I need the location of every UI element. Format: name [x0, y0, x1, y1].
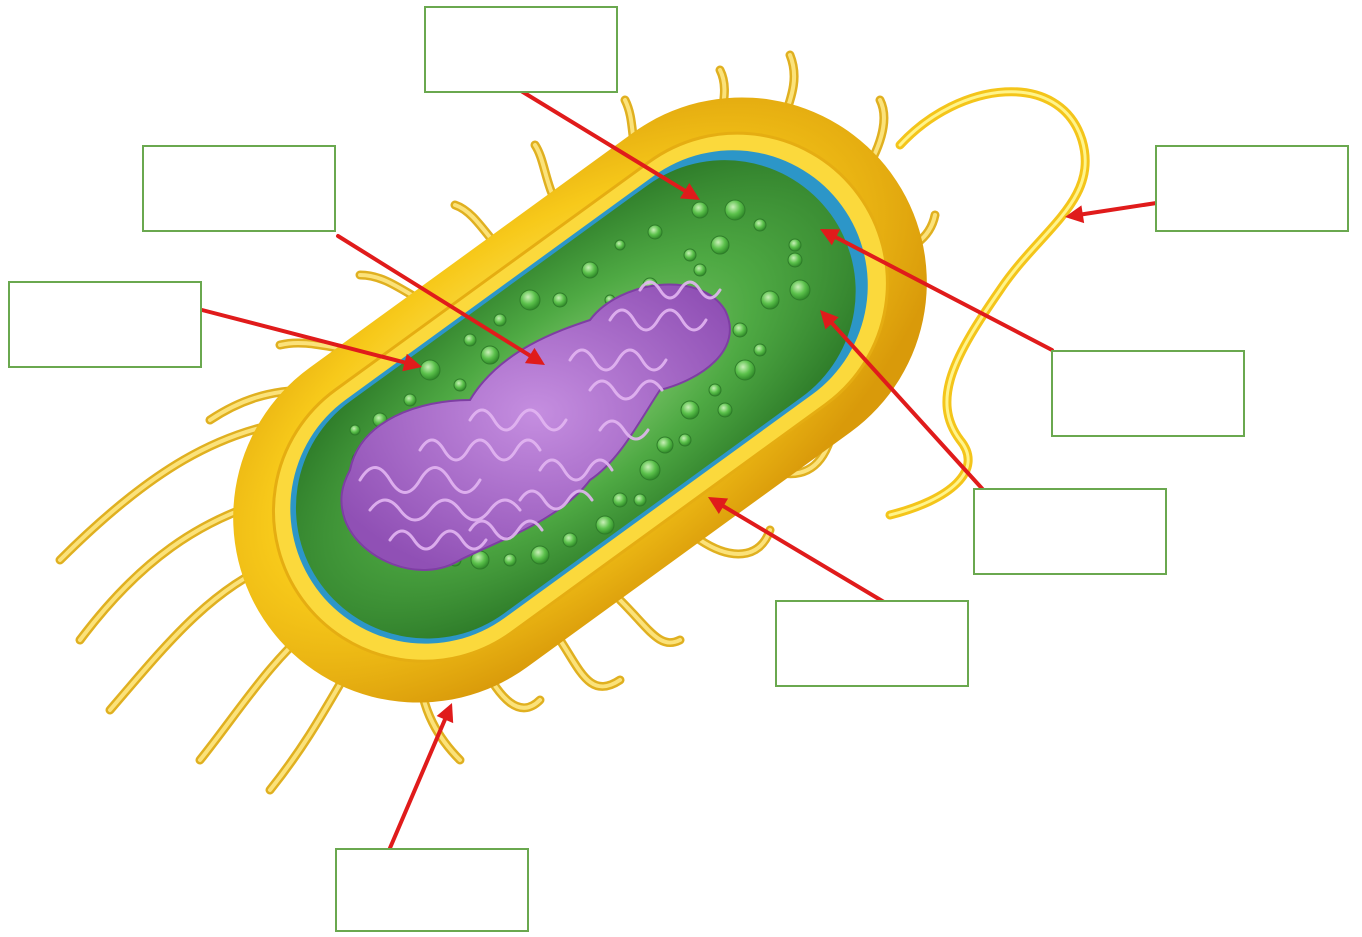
pilus: [620, 600, 680, 643]
ribosome: [582, 262, 598, 278]
ribosome: [504, 554, 516, 566]
ribosome: [481, 346, 499, 364]
ribosome: [648, 225, 662, 239]
ribosome: [420, 360, 440, 380]
label-box-top[interactable]: [424, 6, 618, 93]
ribosome: [790, 280, 810, 300]
ribosome: [634, 494, 646, 506]
label-box-right-middle[interactable]: [1051, 350, 1245, 437]
ribosome: [684, 249, 696, 261]
ribosome: [733, 323, 747, 337]
ribosome: [711, 236, 729, 254]
ribosome: [679, 434, 691, 446]
ribosome: [553, 293, 567, 307]
ribosome: [725, 200, 745, 220]
ribosome: [694, 264, 706, 276]
ribosome: [681, 401, 699, 419]
ribosome: [531, 546, 549, 564]
ribosome: [754, 344, 766, 356]
ribosome: [563, 533, 577, 547]
ribosome: [788, 253, 802, 267]
ribosome: [454, 379, 466, 391]
label-box-right-lower[interactable]: [973, 488, 1167, 575]
arrow: [390, 703, 453, 848]
ribosome: [657, 437, 673, 453]
ribosome: [735, 360, 755, 380]
label-box-upper-left[interactable]: [142, 145, 336, 232]
ribosome: [404, 394, 416, 406]
ribosome: [692, 202, 708, 218]
arrow: [1065, 202, 1163, 223]
label-box-right-top[interactable]: [1155, 145, 1349, 232]
ribosome: [718, 403, 732, 417]
ribosome: [754, 219, 766, 231]
ribosome: [615, 240, 625, 250]
ribosome: [464, 334, 476, 346]
label-box-left[interactable]: [8, 281, 202, 368]
ribosome: [613, 493, 627, 507]
label-box-bottom-right[interactable]: [775, 600, 969, 687]
ribosome: [640, 460, 660, 480]
ribosome: [520, 290, 540, 310]
ribosome: [596, 516, 614, 534]
ribosome: [494, 314, 506, 326]
ribosome: [709, 384, 721, 396]
label-box-bottom[interactable]: [335, 848, 529, 932]
ribosome: [350, 425, 360, 435]
ribosome: [761, 291, 779, 309]
ribosome: [789, 239, 801, 251]
